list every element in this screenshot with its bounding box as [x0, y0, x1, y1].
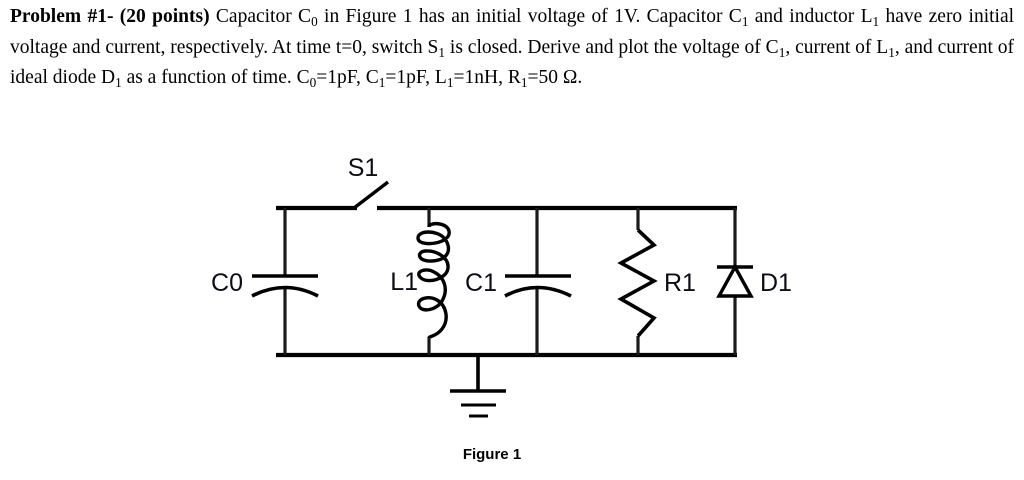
label-s1: S1 — [348, 154, 379, 182]
c1-plate-bottom-curved — [504, 285, 572, 298]
diode-triangle — [716, 263, 754, 298]
label-c0: C0 — [211, 269, 243, 297]
c0-plate-bottom-curved — [251, 285, 319, 298]
problem-body-seg-4: and inductor L — [748, 6, 873, 27]
problem-body-seg-1: 0 — [311, 14, 318, 30]
figure-caption-row: Figure 1 — [0, 446, 1024, 463]
problem-body-seg-20: =1nH, R — [453, 67, 521, 89]
problem-statement: Problem #1- (20 points) Capacitor C0 in … — [10, 4, 1014, 96]
problem-body-seg-16: =1pF, C — [316, 67, 379, 89]
problem-body-seg-5: 1 — [872, 14, 880, 30]
circuit-figure: C0 L1 C1 — [0, 148, 1024, 480]
problem-body-seg-19: 1 — [446, 75, 454, 91]
problem-body-seg-11: 1 — [888, 44, 895, 60]
label-r1: R1 — [664, 269, 696, 297]
problem-body-seg-3: 1 — [741, 14, 749, 30]
label-l1: L1 — [390, 268, 418, 296]
switch-lever[interactable] — [352, 180, 390, 210]
problem-body-seg-13: 1 — [115, 75, 122, 91]
problem-body-seg-2: in Figure 1 has an initial voltage of 1V… — [317, 6, 742, 27]
problem-body-seg-22: =50 Ω. — [527, 67, 583, 89]
problem-body-seg-12: , and current of ideal diode D — [10, 36, 1014, 89]
inductor-coil — [416, 221, 451, 339]
problem-body-seg-6: have zero initial voltage and current, r… — [10, 6, 1015, 58]
problem-body-seg-10: , current of L — [785, 36, 889, 58]
problem-body-seg-21: 1 — [520, 75, 528, 91]
problem-body-seg-17: 1 — [378, 75, 386, 91]
problem-body-seg-0: Capacitor C — [209, 6, 312, 27]
figure-caption-text: Figure 1 — [462, 446, 522, 463]
problem-body-seg-15: 0 — [309, 75, 317, 91]
problem-body-seg-8: is closed. Derive and plot the voltage o… — [445, 36, 779, 58]
problem-lead-label: Problem #1- (20 points) — [10, 6, 210, 27]
label-d1: D1 — [760, 269, 792, 297]
resistor-zigzag — [617, 228, 658, 338]
circuit-schematic: C0 L1 C1 — [211, 154, 792, 418]
problem-body-seg-9: 1 — [778, 44, 786, 60]
label-c1: C1 — [465, 269, 497, 297]
problem-body-seg-18: =1pF, L — [385, 67, 447, 89]
problem-body-seg-7: 1 — [438, 44, 446, 60]
problem-body-seg-14: as a function of time. C — [121, 67, 310, 89]
